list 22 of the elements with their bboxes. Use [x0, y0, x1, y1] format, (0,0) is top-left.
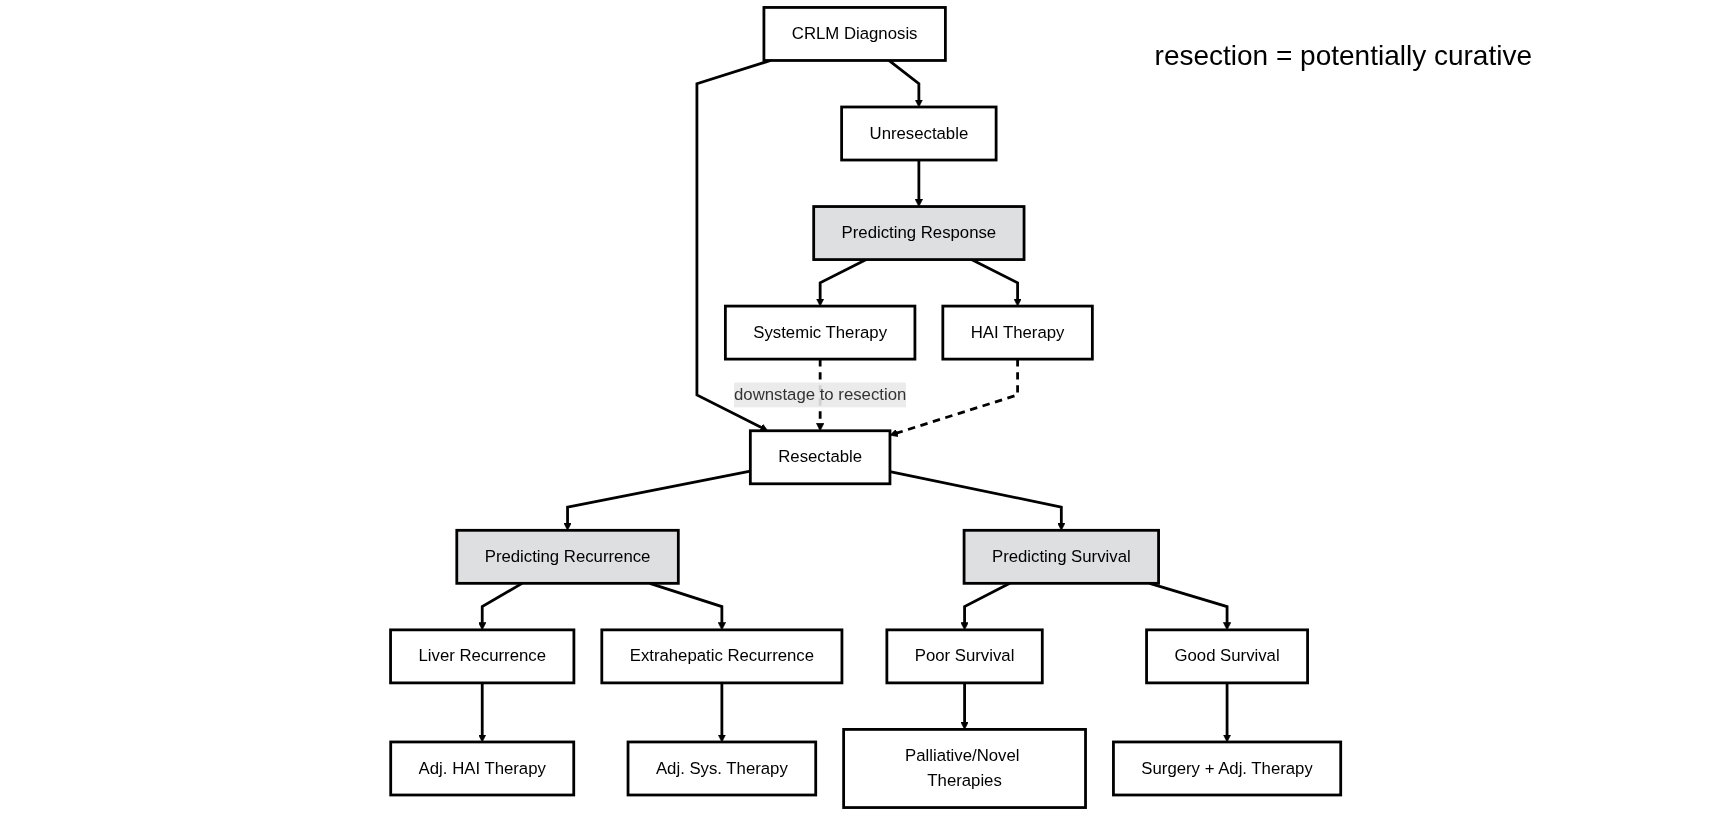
node-box: HAI Therapy [941, 304, 1095, 361]
node-box: Palliative/Novel Therapies [842, 728, 1088, 809]
node-box: Systemic Therapy [724, 304, 917, 361]
arrow [915, 160, 924, 207]
arrow [890, 470, 1066, 531]
node-box: Adj. Sys. Therapy [627, 740, 818, 797]
arrow [960, 682, 970, 730]
node-box: Unresectable [840, 105, 998, 162]
node-box: Resectable [749, 429, 892, 486]
edge-label: downstage to resection [734, 385, 907, 404]
node-box: CRLM Diagnosis [762, 6, 948, 62]
node-box: Liver Recurrence [389, 628, 576, 685]
node-box: Predicting Recurrence [455, 528, 681, 585]
node-box: Surgery + Adj. Therapy [1112, 740, 1343, 797]
node-box: Good Survival [1145, 628, 1310, 685]
node-box: Extrahepatic Recurrence [600, 628, 844, 685]
note-text: resection = potentially curative [1154, 40, 1532, 72]
node-box: Adj. HAI Therapy [389, 740, 576, 797]
node-box: Poor Survival [885, 628, 1045, 685]
arrow [563, 469, 751, 531]
node-box: Predicting Survival [963, 528, 1161, 585]
node-box: Predicting Response [812, 205, 1026, 261]
